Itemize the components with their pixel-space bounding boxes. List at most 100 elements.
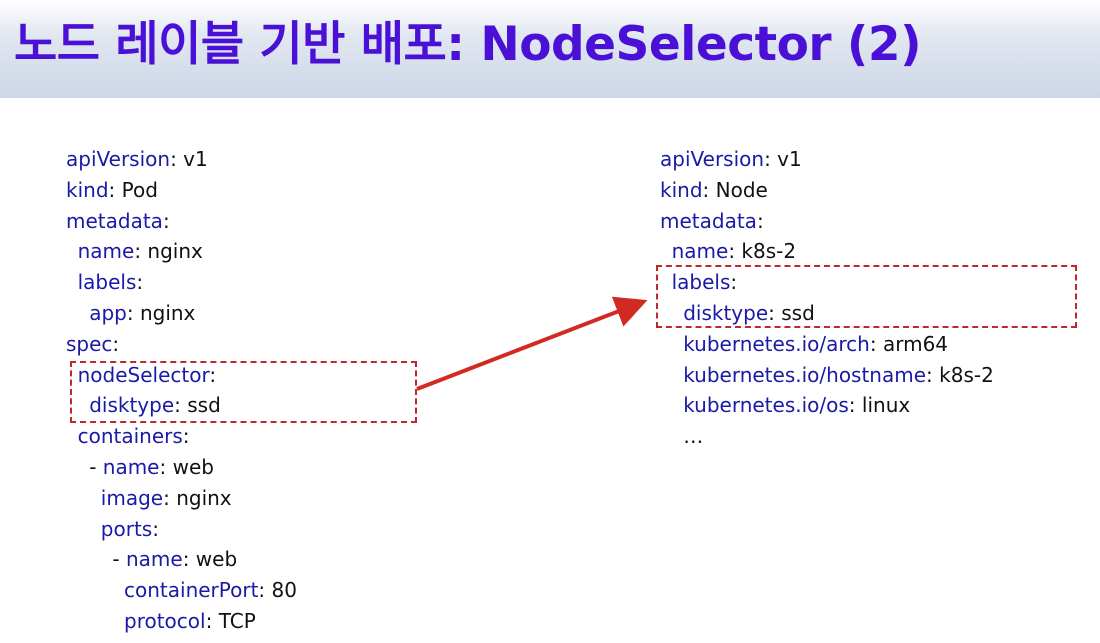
yaml-key: containers <box>77 424 183 449</box>
node-selector-highlight <box>70 361 417 423</box>
pod_yaml-line: containers: <box>78 421 190 451</box>
node_yaml-line: kubernetes.io/hostname: k8s-2 <box>683 360 994 390</box>
yaml-key: kubernetes.io/arch <box>683 331 870 356</box>
yaml-key: kind <box>66 177 109 202</box>
node-labels-highlight <box>656 265 1077 328</box>
yaml-colon: : <box>258 578 266 603</box>
yaml-key: kind <box>660 177 703 202</box>
yaml-colon: : <box>728 239 736 264</box>
yaml-colon: : <box>126 301 134 325</box>
yaml-value: … <box>683 424 704 449</box>
match-arrow <box>416 296 648 391</box>
node_yaml-line: kind: Node <box>660 175 768 205</box>
yaml-key: name <box>671 239 729 264</box>
yaml-value: arm64 <box>876 331 949 356</box>
yaml-key: name <box>102 455 160 479</box>
yaml-colon: : <box>170 147 177 171</box>
pod_yaml-line: labels: <box>78 267 144 297</box>
yaml-value: nginx <box>169 485 232 510</box>
yaml-value: nginx <box>141 239 203 264</box>
yaml-value: v1 <box>176 147 208 171</box>
pod_yaml-line: spec: <box>66 329 119 359</box>
yaml-colon: : <box>136 270 144 295</box>
yaml-key: containerPort <box>124 578 259 603</box>
yaml-key: name <box>77 239 135 264</box>
pod_yaml-line: image: nginx <box>101 483 232 513</box>
yaml-value: k8s-2 <box>735 239 797 264</box>
yaml-value: web <box>189 547 238 572</box>
node_yaml-line: disktype: ssd <box>683 298 815 328</box>
pod_yaml-line: kind: Pod <box>66 175 158 205</box>
yaml-dash: - <box>112 547 126 572</box>
node_yaml-line: kubernetes.io/arch: arm64 <box>683 329 948 359</box>
yaml-colon: : <box>730 270 738 295</box>
yaml-value: Pod <box>115 177 158 202</box>
yaml-value: linux <box>855 393 911 418</box>
yaml-colon: : <box>756 208 764 233</box>
node_yaml-line: labels: <box>672 267 738 297</box>
yaml-key: name <box>125 547 183 572</box>
yaml-colon: : <box>702 177 710 202</box>
pod_yaml-line: nodeSelector: <box>78 360 216 390</box>
yaml-colon: : <box>848 393 856 418</box>
yaml-colon: : <box>869 331 877 356</box>
pod_yaml-line: ports: <box>101 514 159 544</box>
pod_yaml-line: disktype: ssd <box>89 390 221 420</box>
pod_yaml-line: name: nginx <box>78 236 203 266</box>
slide-title: 노드 레이블 기반 배포: NodeSelector (2) <box>14 17 922 72</box>
yaml-key: disktype <box>683 301 769 325</box>
pod_yaml-line: apiVersion: v1 <box>66 144 208 174</box>
yaml-colon: : <box>163 485 170 510</box>
yaml-colon: : <box>768 301 775 325</box>
yaml-value: Node <box>709 177 768 202</box>
yaml-colon: : <box>174 393 181 418</box>
node_yaml-line: apiVersion: v1 <box>660 144 802 174</box>
yaml-colon: : <box>108 177 116 202</box>
node_yaml-line: name: k8s-2 <box>672 236 797 266</box>
pod_yaml-line: protocol: TCP <box>124 606 256 636</box>
yaml-colon: : <box>134 239 142 264</box>
yaml-key: labels <box>77 270 137 295</box>
yaml-colon: : <box>182 424 190 449</box>
yaml-key: spec <box>66 331 113 356</box>
yaml-value: TCP <box>212 609 256 633</box>
yaml-key: nodeSelector <box>77 362 210 387</box>
yaml-colon: : <box>152 516 159 541</box>
yaml-colon: : <box>764 147 771 171</box>
slide-header: 노드 레이블 기반 배포: NodeSelector (2) <box>0 0 1100 98</box>
yaml-key: labels <box>671 270 731 295</box>
yaml-colon: : <box>205 609 213 633</box>
yaml-key: kubernetes.io/hostname <box>683 362 927 387</box>
yaml-value: ssd <box>180 393 221 418</box>
yaml-key: app <box>89 301 127 325</box>
node_yaml-line: … <box>683 421 703 451</box>
yaml-value: web <box>166 455 214 479</box>
yaml-value: 80 <box>265 578 297 603</box>
yaml-value: v1 <box>770 147 802 171</box>
yaml-key: image <box>100 485 164 510</box>
yaml-key: ports <box>100 516 153 541</box>
yaml-key: protocol <box>124 609 206 633</box>
yaml-key: metadata <box>66 208 163 233</box>
pod_yaml-line: app: nginx <box>89 298 195 328</box>
yaml-dash: - <box>89 455 103 479</box>
node_yaml-line: kubernetes.io/os: linux <box>683 390 910 420</box>
yaml-value: k8s-2 <box>932 362 994 387</box>
yaml-value: nginx <box>133 301 196 325</box>
pod_yaml-line: metadata: <box>66 206 170 236</box>
yaml-key: disktype <box>89 393 175 418</box>
yaml-key: apiVersion <box>66 147 171 171</box>
yaml-key: apiVersion <box>660 147 765 171</box>
yaml-colon: : <box>162 208 170 233</box>
yaml-value: ssd <box>774 301 815 325</box>
yaml-colon: : <box>159 455 167 479</box>
yaml-colon: : <box>112 331 120 356</box>
yaml-key: kubernetes.io/os <box>683 393 849 418</box>
yaml-colon: : <box>926 362 933 387</box>
pod_yaml-line: - name: web <box>112 544 237 574</box>
node_yaml-line: metadata: <box>660 206 764 236</box>
pod_yaml-line: containerPort: 80 <box>124 575 297 605</box>
yaml-key: metadata <box>660 208 757 233</box>
yaml-colon: : <box>209 362 217 387</box>
